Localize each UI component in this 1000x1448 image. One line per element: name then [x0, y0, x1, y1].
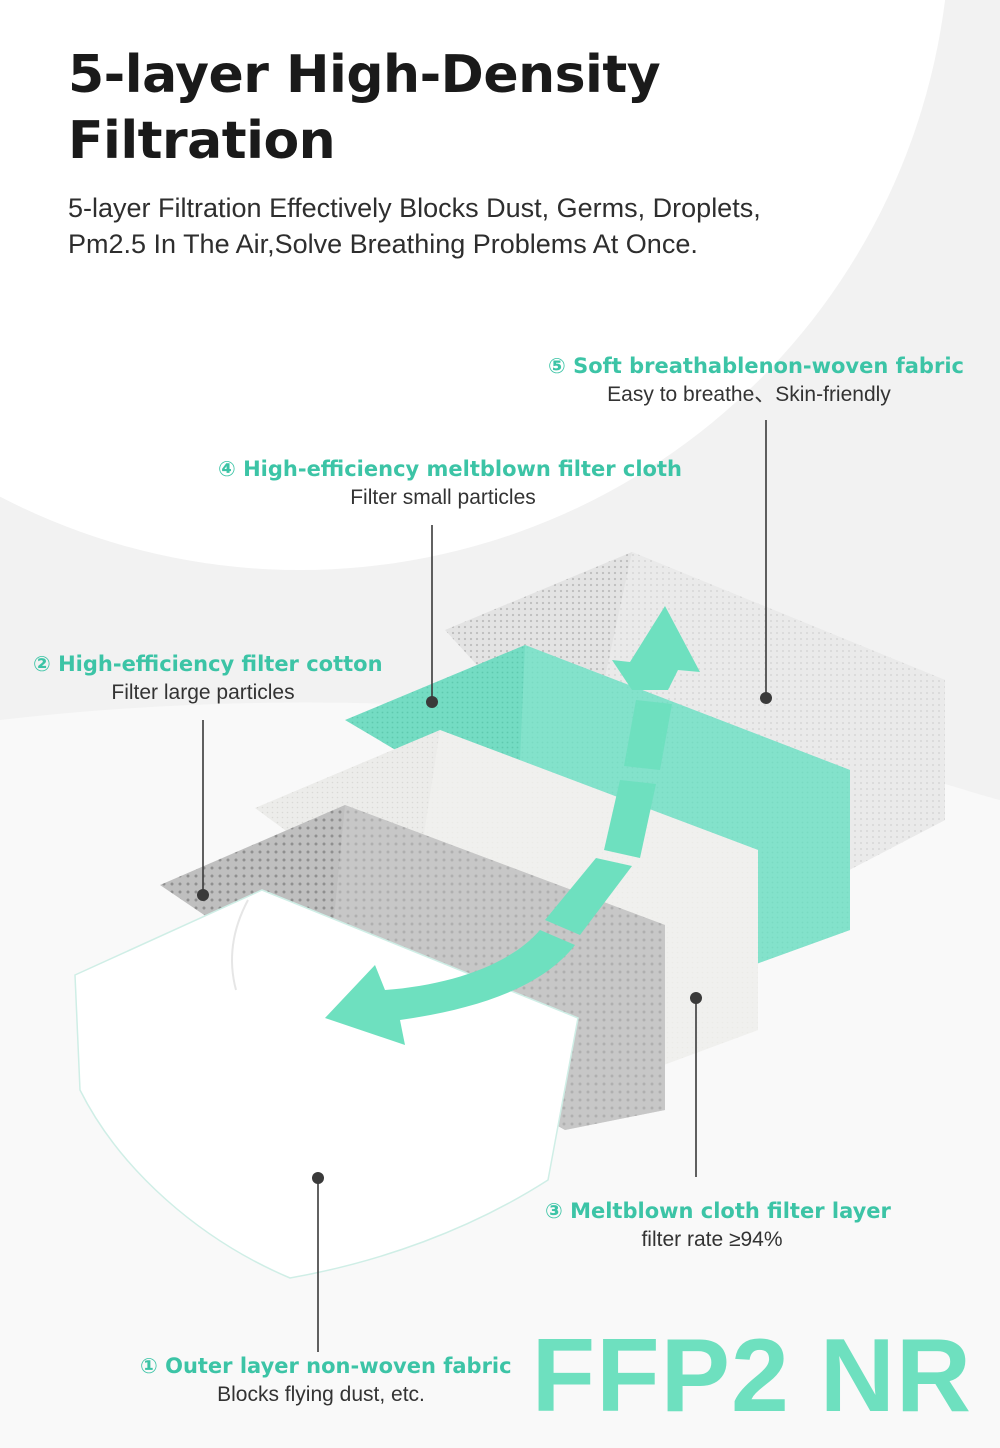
- layer-4-description: Filter small particles: [350, 486, 536, 509]
- layer-5-heading: ⑤ Soft breathablenon-woven fabric: [548, 354, 964, 378]
- layer-5-description: Easy to breathe、Skin-friendly: [607, 383, 891, 406]
- subtitle-line-2: Pm2.5 In The Air,Solve Breathing Problem…: [68, 229, 698, 259]
- layer-3-label: ③ Meltblown cloth filter layer filter ra…: [545, 1197, 891, 1255]
- dot-layer-2: [197, 889, 209, 901]
- dot-layer-3: [690, 992, 702, 1004]
- leader-dots: [197, 692, 772, 1184]
- airflow-arrow: [325, 606, 700, 1045]
- dot-layer-5: [760, 692, 772, 704]
- layer-3-description: filter rate ≥94%: [641, 1228, 783, 1251]
- ffp2-nr-badge: FFP2 NR: [531, 1318, 972, 1434]
- subtitle-line-1: 5-layer Filtration Effectively Blocks Du…: [68, 193, 761, 223]
- layer-2-description: Filter large particles: [111, 681, 295, 704]
- dot-layer-1: [312, 1172, 324, 1184]
- page-title: 5-layer High-Density Filtration: [68, 42, 768, 174]
- dot-layer-4: [426, 696, 438, 708]
- page-subtitle: 5-layer Filtration Effectively Blocks Du…: [68, 190, 888, 262]
- layer-3-heading: ③ Meltblown cloth filter layer: [545, 1199, 891, 1223]
- leader-lines: [202, 420, 767, 1352]
- title-line-2: Filtration: [68, 111, 336, 171]
- layer-2-label: ② High-efficiency filter cotton Filter l…: [33, 650, 383, 708]
- background-circle-top: [0, 0, 946, 570]
- layer-1-heading: ① Outer layer non-woven fabric: [140, 1354, 512, 1378]
- title-line-1: 5-layer High-Density: [68, 45, 661, 105]
- layer-1-label: ① Outer layer non-woven fabric Blocks fl…: [140, 1352, 512, 1410]
- layer-2-heading: ② High-efficiency filter cotton: [33, 652, 383, 676]
- layer-1-description: Blocks flying dust, etc.: [217, 1383, 425, 1406]
- layer-4-heading: ④ High-efficiency meltblown filter cloth: [218, 457, 682, 481]
- layer-5-label: ⑤ Soft breathablenon-woven fabric Easy t…: [548, 352, 964, 410]
- layer-4-label: ④ High-efficiency meltblown filter cloth…: [218, 455, 682, 513]
